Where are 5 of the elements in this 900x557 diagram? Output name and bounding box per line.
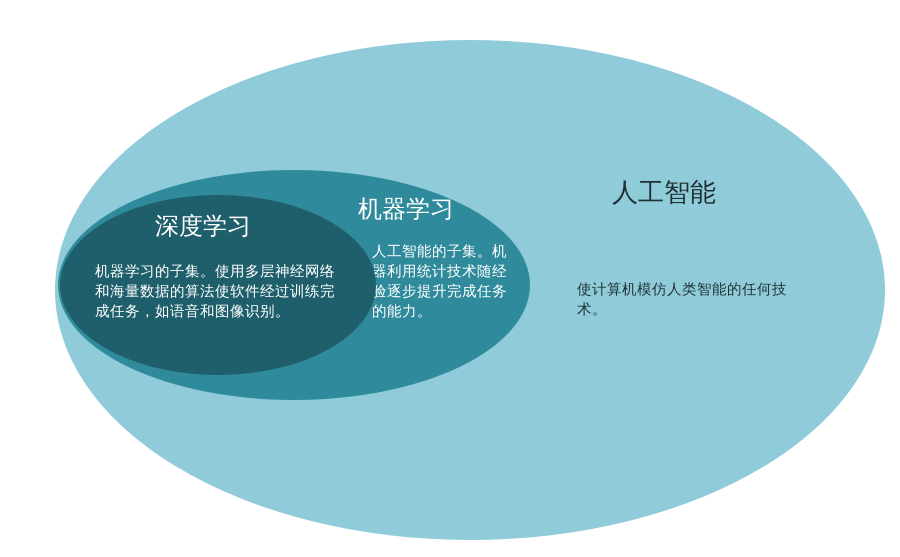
circle-title: 机器学习 [358, 194, 454, 225]
circle-description: 使计算机模仿人类智能的任何技术。 [577, 281, 788, 320]
circle-title: 人工智能 [612, 177, 716, 210]
circle-title: 深度学习 [155, 211, 251, 242]
circle-description: 机器学习的子集。使用多层神经网络和海量数据的算法使软件经过训练完成任务，如语音和图像识别。 [95, 263, 336, 322]
